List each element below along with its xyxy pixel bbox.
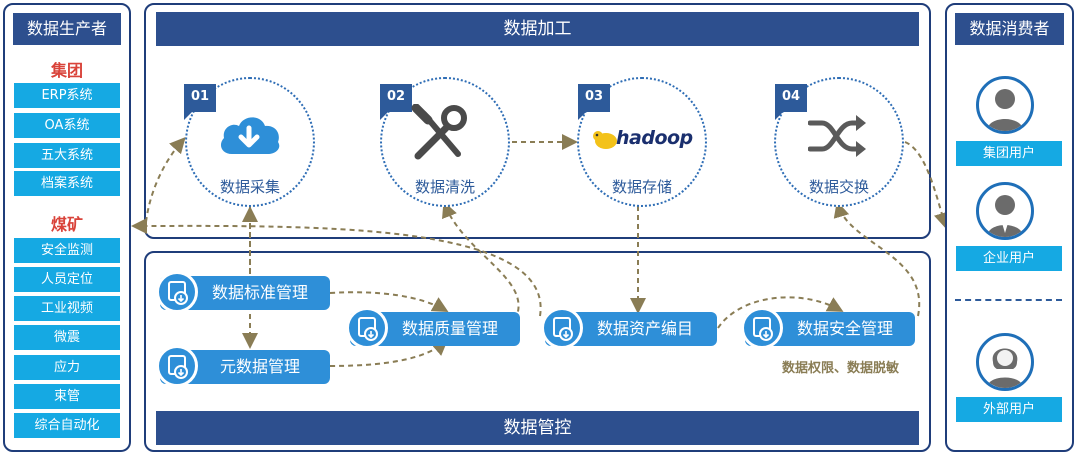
doc-download-icon [541, 307, 583, 349]
doc-download-icon [156, 271, 198, 313]
doc-download-icon [156, 345, 198, 387]
governance-item-security[interactable]: 数据安全管理 [741, 307, 915, 349]
producer-panel: 数据生产者 集团 ERP系统 OA系统 五大系统 档案系统 煤矿 安全监测 人员… [3, 3, 131, 452]
system-item-microseismic[interactable]: 微震 [14, 325, 120, 350]
step-label-collect: 数据采集 [219, 178, 280, 196]
arrow-meta-to-quality [329, 339, 449, 367]
user-item-external[interactable]: 外部用户 [956, 397, 1062, 422]
step-number-04: 04 [775, 84, 807, 120]
system-item-five-major[interactable]: 五大系统 [14, 143, 120, 168]
producer-title: 数据生产者 [13, 13, 121, 45]
system-item-archive[interactable]: 档案系统 [14, 171, 120, 196]
shuffle-icon [808, 115, 866, 157]
user-item-group[interactable]: 集团用户 [956, 141, 1062, 166]
avatar-external-user [976, 333, 1034, 391]
governance-item-metadata[interactable]: 元数据管理 [156, 345, 330, 387]
user-item-enterprise[interactable]: 企业用户 [956, 246, 1062, 271]
avatar-group-user [976, 76, 1034, 134]
system-item-safety-monitoring[interactable]: 安全监测 [14, 238, 120, 263]
step-number-03: 03 [578, 84, 610, 120]
step-label-exchange: 数据交换 [808, 178, 869, 196]
hadoop-logo-text: hadoop [616, 127, 693, 149]
arrow-catalog-to-security [717, 296, 844, 329]
governance-label-metadata: 元数据管理 [220, 357, 301, 376]
governance-label-catalog: 数据资产编目 [597, 319, 694, 338]
doc-download-icon [741, 307, 783, 349]
governance-title: 数据管控 [156, 411, 919, 445]
cloud-download-icon [220, 117, 280, 154]
system-item-stress[interactable]: 应力 [14, 355, 120, 380]
group-title-jituan: 集团 [50, 61, 83, 80]
processing-title: 数据加工 [156, 12, 919, 46]
arrow-security-to-exchange [833, 201, 921, 317]
governance-label-standard: 数据标准管理 [212, 283, 309, 302]
governance-label-quality: 数据质量管理 [402, 319, 499, 338]
arrow-standard-to-quality [329, 291, 449, 312]
security-note: 数据权限、数据脱敏 [782, 361, 900, 376]
step-label-clean: 数据清洗 [414, 178, 475, 196]
consumer-title: 数据消费者 [955, 13, 1064, 45]
avatar-enterprise-user [976, 182, 1034, 240]
step-number-01: 01 [184, 84, 216, 120]
arrow-producer-to-collect [145, 137, 186, 223]
doc-download-icon [346, 307, 388, 349]
governance-item-catalog[interactable]: 数据资产编目 [541, 307, 717, 349]
system-item-integrated-automation[interactable]: 综合自动化 [14, 413, 120, 438]
arrow-governance-to-producer [131, 217, 542, 317]
step-label-store: 数据存储 [611, 178, 672, 196]
group-title-meikuang: 煤矿 [50, 215, 83, 234]
system-item-personnel-positioning[interactable]: 人员定位 [14, 267, 120, 292]
system-item-tube-bundle[interactable]: 束管 [14, 384, 120, 409]
governance-item-standard[interactable]: 数据标准管理 [156, 271, 330, 313]
hadoop-logo: hadoop [592, 126, 700, 154]
arrow-exchange-to-consumer [904, 141, 950, 229]
system-item-industrial-video[interactable]: 工业视频 [14, 296, 120, 321]
governance-label-security: 数据安全管理 [797, 319, 894, 338]
system-item-erp[interactable]: ERP系统 [14, 83, 120, 108]
governance-item-quality[interactable]: 数据质量管理 [346, 307, 520, 349]
step-number-02: 02 [380, 84, 412, 120]
tools-icon [411, 104, 467, 160]
consumer-divider [955, 299, 1062, 301]
system-item-oa[interactable]: OA系统 [14, 113, 120, 138]
